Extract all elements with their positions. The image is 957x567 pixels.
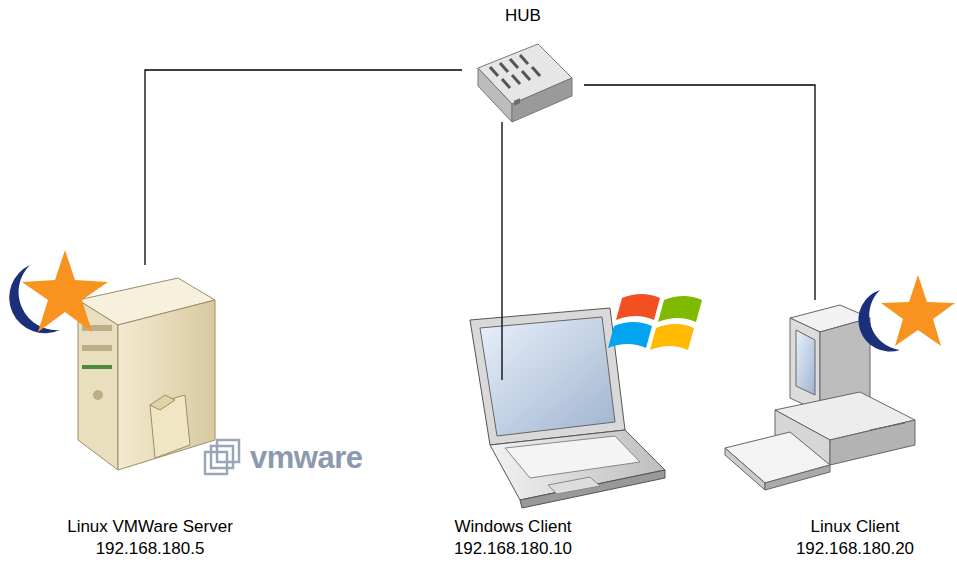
desktop-computer bbox=[725, 305, 915, 490]
vmware-logo-text: vmware bbox=[250, 440, 362, 476]
windows-client-node: Windows Client192.168.180.10 bbox=[418, 380, 608, 560]
device-name: Linux VMWare Server bbox=[67, 516, 233, 538]
server-node: Linux VMWare Server192.168.180.5 bbox=[25, 265, 275, 560]
hub-icon bbox=[478, 44, 572, 122]
network-cable bbox=[584, 85, 815, 300]
network-cable bbox=[502, 122, 503, 380]
linux-client-node: Linux Client192.168.180.20 bbox=[758, 300, 952, 560]
network-cable bbox=[145, 70, 462, 265]
device-name: Windows Client bbox=[454, 516, 571, 538]
linux-star-logo bbox=[9, 250, 108, 333]
laptop bbox=[470, 308, 665, 508]
windows-logo bbox=[608, 294, 702, 350]
device-name: HUB bbox=[505, 5, 541, 27]
hub-node: HUB bbox=[462, 5, 584, 122]
device-name: Linux Client bbox=[811, 516, 900, 538]
ip-address: 192.168.180.10 bbox=[454, 538, 572, 560]
ip-address: 192.168.180.5 bbox=[96, 538, 205, 560]
server-tower bbox=[78, 278, 215, 470]
linux-star-logo bbox=[858, 275, 955, 352]
ip-address: 192.168.180.20 bbox=[796, 538, 914, 560]
vmware-logo-mark bbox=[205, 440, 239, 474]
